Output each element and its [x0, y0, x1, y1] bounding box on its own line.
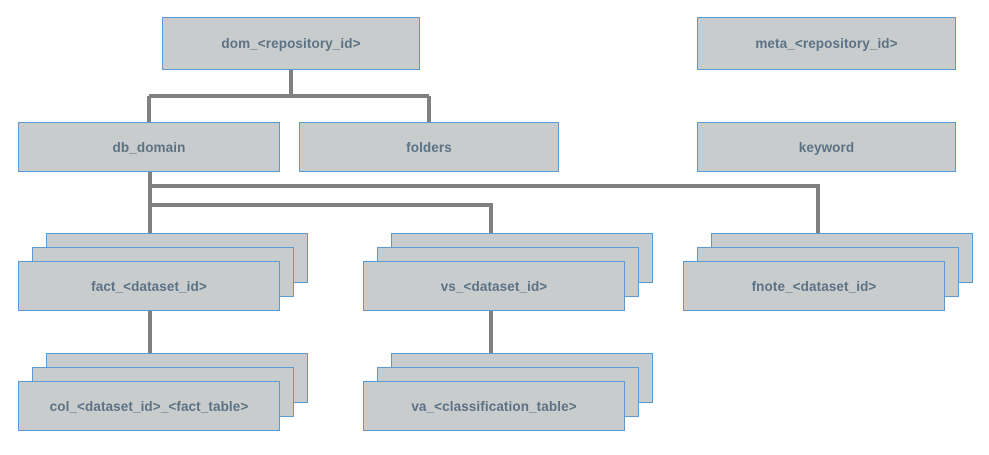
node-dom-repository-id[interactable]: dom_<repository_id>: [162, 17, 420, 70]
node-keyword[interactable]: keyword: [697, 122, 956, 172]
node-db-domain[interactable]: db_domain: [18, 122, 280, 172]
node-folders[interactable]: folders: [299, 122, 559, 172]
node-label: col_<dataset_id>_<fact_table>: [49, 398, 249, 414]
node-stack-fact-dataset-id[interactable]: fact_<dataset_id>: [18, 233, 308, 311]
node-label: keyword: [798, 139, 855, 155]
node-label: va_<classification_table>: [411, 398, 577, 414]
node-label: dom_<repository_id>: [221, 36, 361, 51]
node-label: fnote_<dataset_id>: [751, 278, 877, 294]
node-fact-dataset-id[interactable]: fact_<dataset_id>: [18, 261, 280, 311]
node-stack-fnote-dataset-id[interactable]: fnote_<dataset_id>: [683, 233, 973, 311]
node-va-classification-table[interactable]: va_<classification_table>: [363, 381, 625, 431]
node-stack-vs-dataset-id[interactable]: vs_<dataset_id>: [363, 233, 653, 311]
node-label: folders: [406, 139, 452, 155]
node-meta-repository-id[interactable]: meta_<repository_id>: [697, 17, 956, 70]
node-label: db_domain: [112, 139, 186, 155]
node-stack-va-classification-table[interactable]: va_<classification_table>: [363, 353, 653, 431]
node-fnote-dataset-id[interactable]: fnote_<dataset_id>: [683, 261, 945, 311]
node-vs-dataset-id[interactable]: vs_<dataset_id>: [363, 261, 625, 311]
node-stack-col-dataset-id-fact-table[interactable]: col_<dataset_id>_<fact_table>: [18, 353, 308, 431]
node-col-dataset-id-fact-table[interactable]: col_<dataset_id>_<fact_table>: [18, 381, 280, 431]
node-label: fact_<dataset_id>: [91, 278, 207, 294]
node-label: vs_<dataset_id>: [440, 278, 548, 294]
node-label: meta_<repository_id>: [755, 36, 898, 51]
